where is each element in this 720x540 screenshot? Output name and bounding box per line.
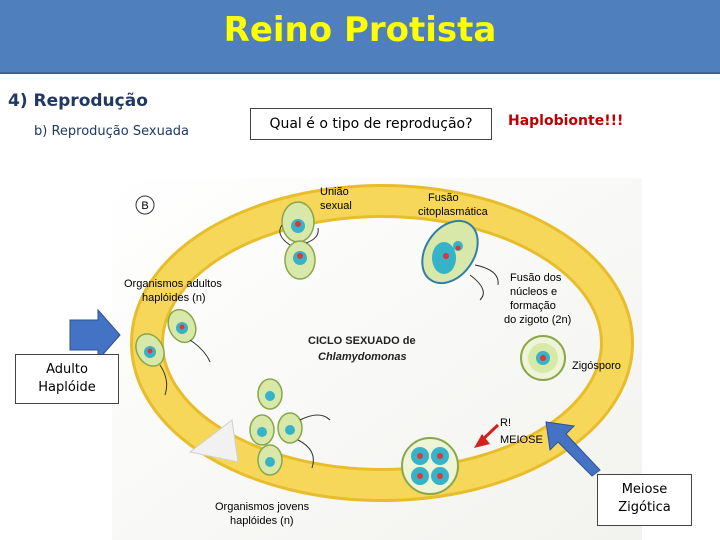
cycle-arrowhead-icon [188,419,239,463]
meiosis-callout-arrow-icon [545,421,601,477]
label-fusao-nucleos: Fusão dos núcleos e formação do zigoto (… [504,272,571,326]
label-organismos-jovens: Organismos jovens haplóides (n) [215,501,312,527]
adult-callout-line-1: Adulto [46,362,88,377]
label-ri: R! [500,417,511,429]
adult-callout-line-2: Haplóide [38,380,96,395]
center-title: CICLO SEXUADO de [308,335,416,347]
slide-title: Reino Protista [223,10,497,50]
label-uniao: União sexual [320,186,352,212]
adult-callout-arrow-icon [69,308,121,362]
young-organisms-cluster [249,378,331,476]
section-subheading: b) Reprodução Sexuada [34,124,189,139]
center-species: Chlamydomonas [318,351,407,363]
section-heading: 4) Reprodução [8,91,148,111]
union-cells [279,201,319,280]
panel-letter-circle [135,195,155,215]
adult-haploid-callout: Adulto Haplóide [15,354,119,404]
meiosis-zygotic-callout: Meiose Zigótica [597,474,692,526]
label-organismos-adultos: Organismos adultos haplóides (n) [124,278,225,304]
meiosis-tetrad [401,437,459,495]
meiosis-arrowhead-icon [474,434,490,448]
meiosis-callout-line-1: Meiose [621,482,668,497]
cytoplasmic-fusion-cell [421,219,499,301]
label-meiose: MEIOSE [500,434,543,446]
zygospore-cell [520,335,566,381]
panel-letter: B [141,200,148,212]
label-zigosporo: Zigósporo [572,360,621,372]
label-fusao-citoplasmatica: Fusão citoplasmática [418,192,489,218]
meiosis-callout-line-2: Zigótica [618,500,671,515]
answer-text: Haplobionte!!! [508,113,624,129]
question-box: Qual é o tipo de reprodução? [250,108,492,140]
title-banner: Reino Protista [0,0,720,74]
adult-haploid-cells [135,308,211,396]
